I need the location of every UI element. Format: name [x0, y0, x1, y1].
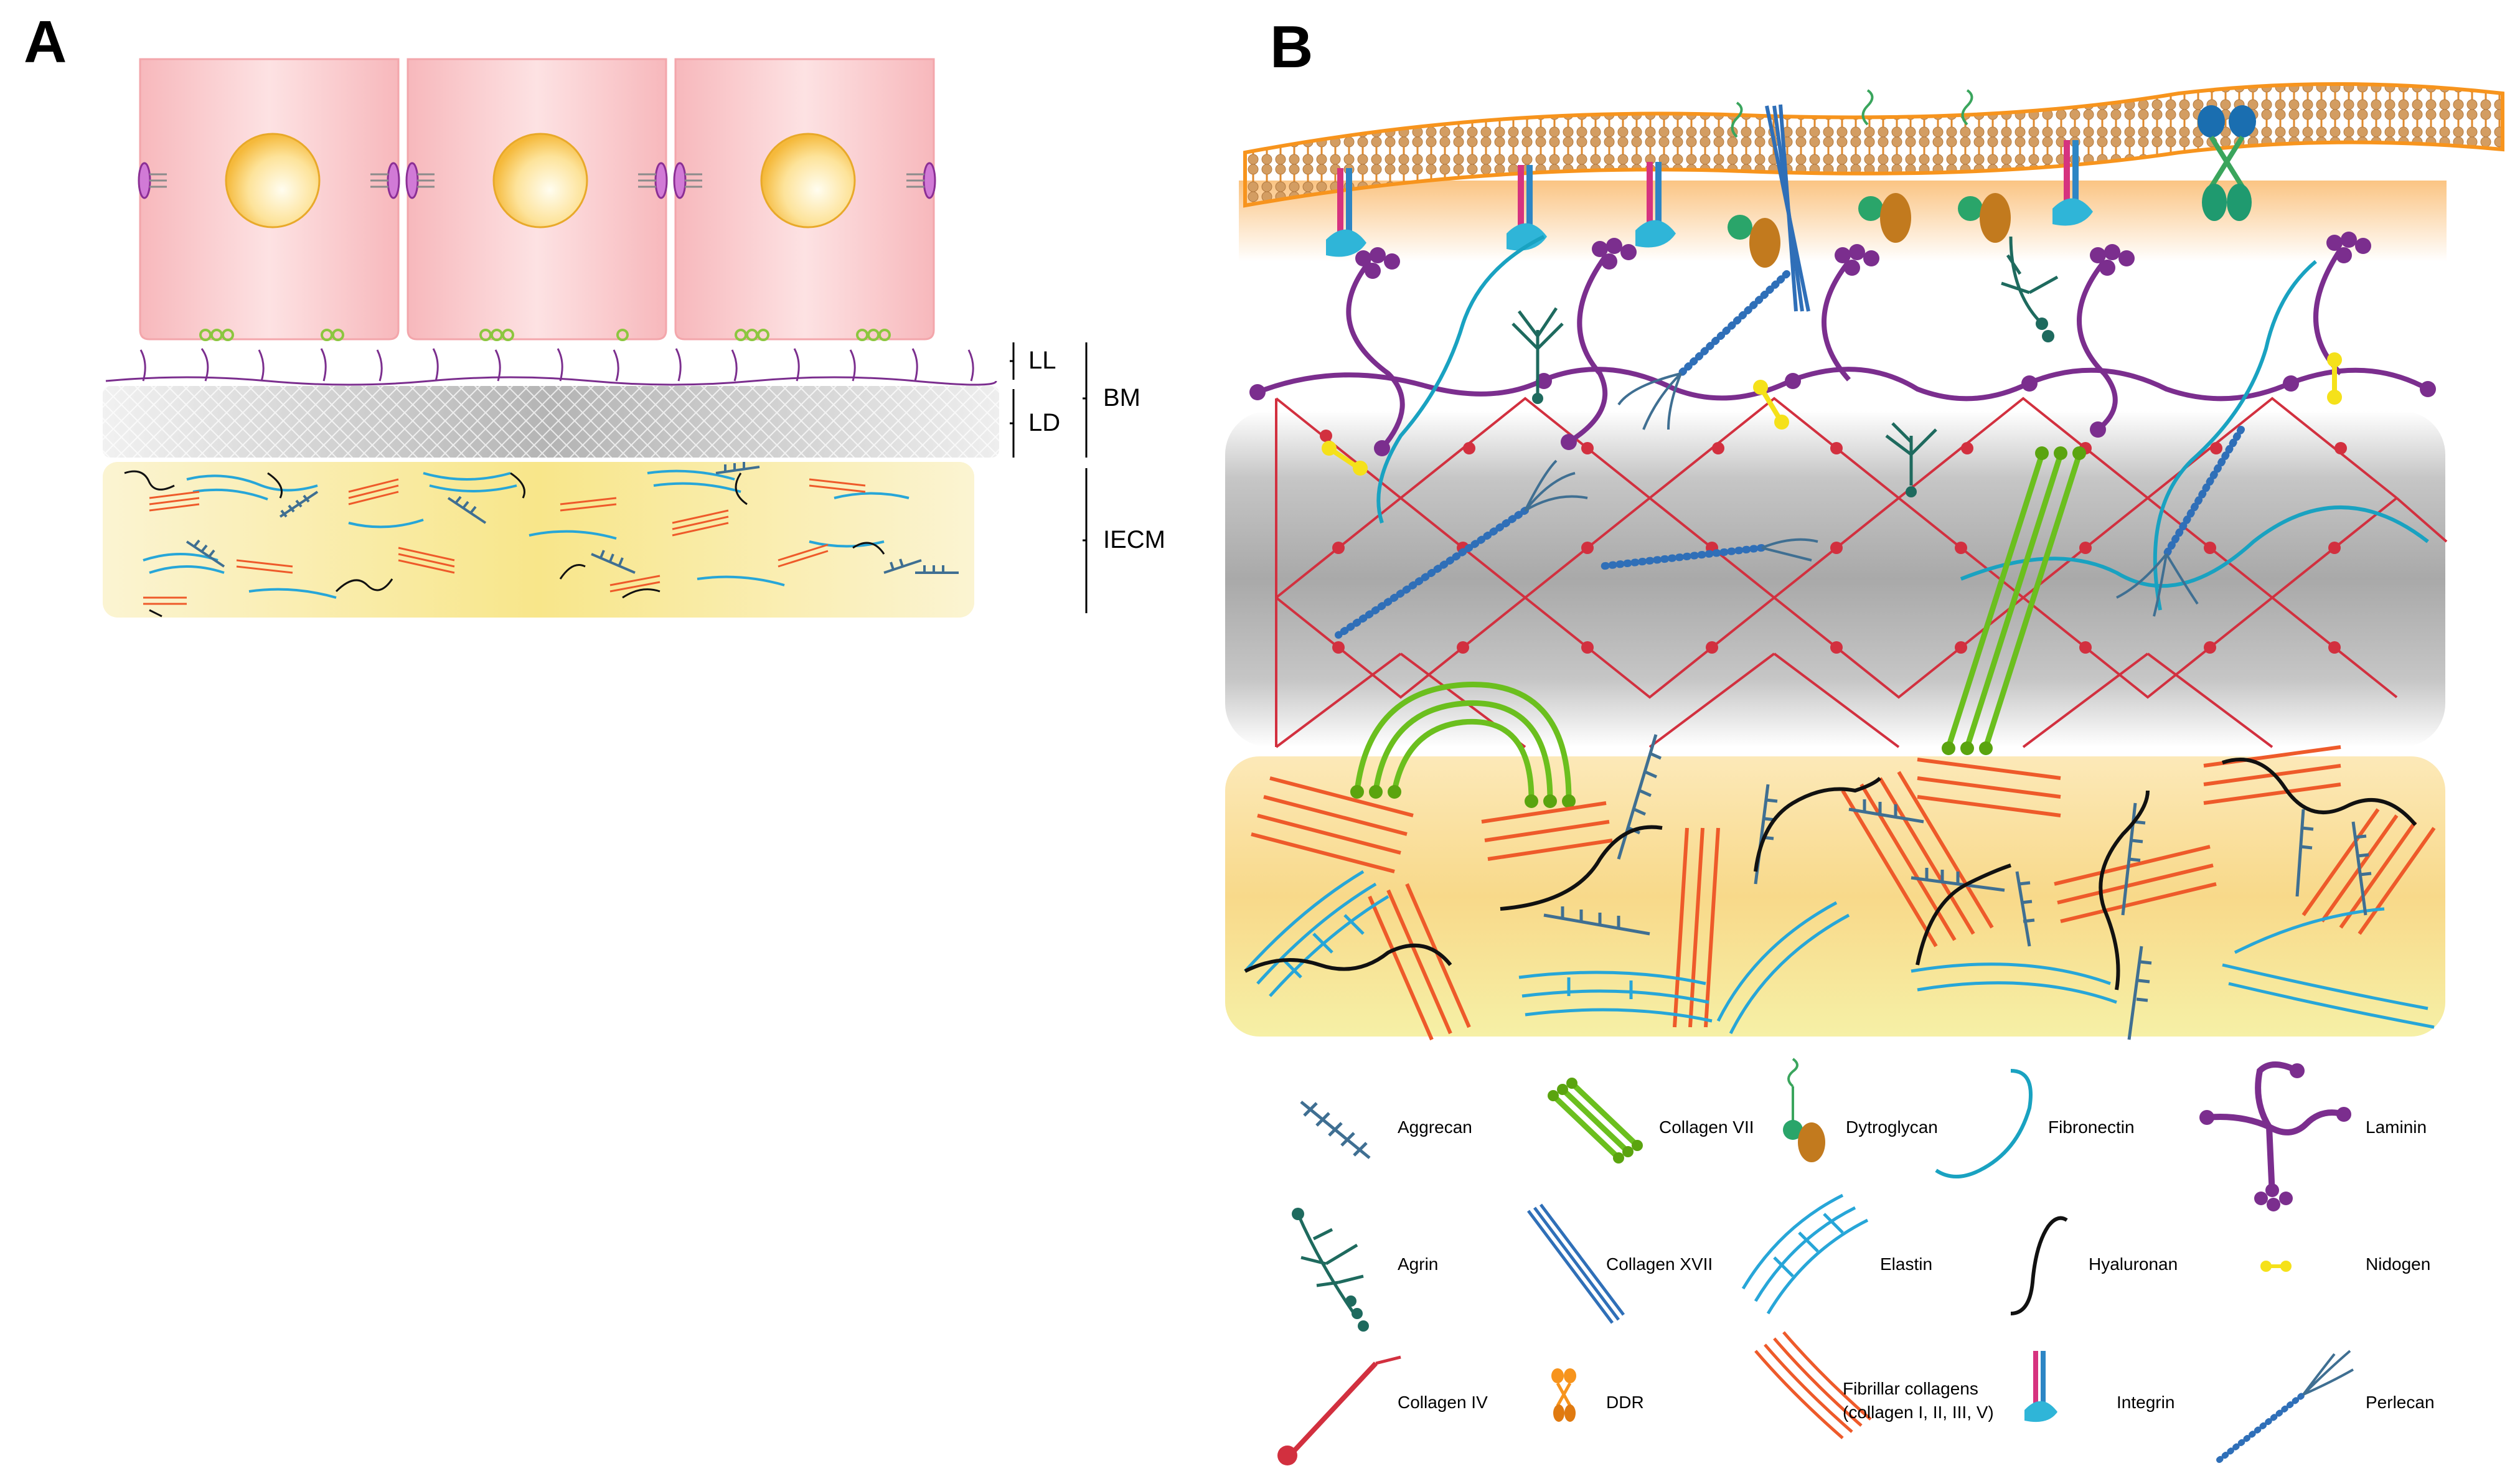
b-elastin	[1244, 870, 2435, 1035]
legend-collagen-iv: Collagen IV	[1277, 1355, 1488, 1465]
legend-dystroglycan-label: Dytroglycan	[1846, 1117, 1938, 1137]
collagen-xvii	[1765, 104, 1810, 312]
nidogen-molecules	[1322, 352, 2342, 476]
legend-hyaluronan: Hyaluronan	[2010, 1216, 2178, 1315]
membrane-ddr	[2198, 105, 2256, 221]
legend-fibrillar-line2: (collagen I, II, III, V)	[1843, 1403, 1994, 1422]
label-bm: BM	[1103, 384, 1140, 411]
legend-fibrillar-line1: Fibrillar collagens	[1843, 1379, 1978, 1398]
label-ld: LD	[1028, 409, 1060, 436]
legend-integrin-label: Integrin	[2117, 1393, 2174, 1412]
legend-integrin: Integrin	[2024, 1351, 2174, 1422]
lamina-lucida	[105, 348, 997, 386]
panel-a: A	[24, 9, 1165, 618]
panel-b: B	[1225, 14, 2504, 1041]
legend-fibronectin-label: Fibronectin	[2048, 1117, 2135, 1137]
cell-junctions	[138, 162, 936, 199]
label-iecm: IECM	[1103, 526, 1165, 553]
legend-collagen-vii-label: Collagen VII	[1659, 1117, 1754, 1137]
nucleus-2	[492, 133, 588, 228]
legend-agrin: Agrin	[1292, 1208, 1438, 1332]
panel-a-brackets	[1010, 342, 1088, 613]
perlecan-molecules	[1335, 270, 2245, 639]
interstitial-ecm	[103, 462, 974, 618]
integrin-4	[2052, 140, 2093, 226]
legend-elastin-label: Elastin	[1880, 1254, 1932, 1274]
legend-perlecan: Perlecan	[2216, 1350, 2435, 1463]
legend-aggrecan-label: Aggrecan	[1398, 1117, 1472, 1137]
panel-b-letter: B	[1270, 14, 1313, 80]
legend-collagen-iv-label: Collagen IV	[1398, 1393, 1488, 1412]
legend-laminin-label: Laminin	[2366, 1117, 2427, 1137]
epithelial-cells	[138, 58, 936, 341]
lamina-densa-mesh	[103, 386, 999, 458]
integrin-1	[1326, 168, 1366, 257]
legend-collagen-xvii-label: Collagen XVII	[1606, 1254, 1713, 1274]
agrin-molecules	[1512, 236, 2059, 486]
iecm-aggrecan	[186, 462, 959, 574]
legend-fibrillar-collagens: Fibrillar collagens (collagen I, II, III…	[1754, 1331, 1994, 1439]
laminin-globules	[1249, 232, 2436, 456]
plasma-membrane	[1239, 82, 2504, 261]
b-lamina-densa	[1225, 411, 2445, 747]
legend-perlecan-label: Perlecan	[2366, 1393, 2435, 1412]
legend-fibronectin: Fibronectin	[1935, 1069, 2135, 1178]
integrin-3	[1635, 162, 1676, 248]
basal-integrins	[199, 329, 891, 341]
membrane-dystroglycans	[1728, 89, 2011, 268]
legend-elastin: Elastin	[1741, 1193, 1932, 1315]
legend-collagen-vii: Collagen VII	[1548, 1078, 1754, 1164]
legend-hyaluronan-label: Hyaluronan	[2089, 1254, 2178, 1274]
collagen-vii-fibrils	[1354, 453, 2082, 801]
b-hyaluronan	[1244, 758, 2417, 990]
membrane-integrins	[1326, 140, 2093, 257]
nucleus-3	[760, 133, 856, 228]
legend-agrin-label: Agrin	[1398, 1254, 1438, 1274]
legend-dystroglycan: Dytroglycan	[1783, 1058, 1938, 1162]
b-interstitial-ecm	[1225, 756, 2445, 1037]
iecm-hyaluronan	[124, 470, 885, 618]
iecm-fibrillar-collagen	[143, 478, 866, 605]
legend-aggrecan: Aggrecan	[1300, 1101, 1472, 1159]
panel-a-letter: A	[24, 9, 67, 75]
iecm-elastin-fibers	[143, 469, 910, 599]
legend-collagen-xvii: Collagen XVII	[1527, 1203, 1713, 1324]
legend: Aggrecan Collagen VII Dytroglycan Fibron…	[1277, 1058, 2435, 1465]
integrin-2	[1507, 165, 1547, 251]
legend-laminin: Laminin	[2199, 1061, 2427, 1211]
legend-nidogen-label: Nidogen	[2366, 1254, 2430, 1274]
nucleus-1	[225, 133, 321, 228]
legend-ddr-label: DDR	[1606, 1393, 1644, 1412]
fibronectin-strands	[1376, 235, 2429, 611]
legend-ddr: DDR	[1551, 1368, 1644, 1422]
legend-nidogen: Nidogen	[2260, 1254, 2430, 1274]
b-fibrillar-collagens	[1251, 745, 2436, 1041]
label-ll: LL	[1028, 347, 1056, 374]
